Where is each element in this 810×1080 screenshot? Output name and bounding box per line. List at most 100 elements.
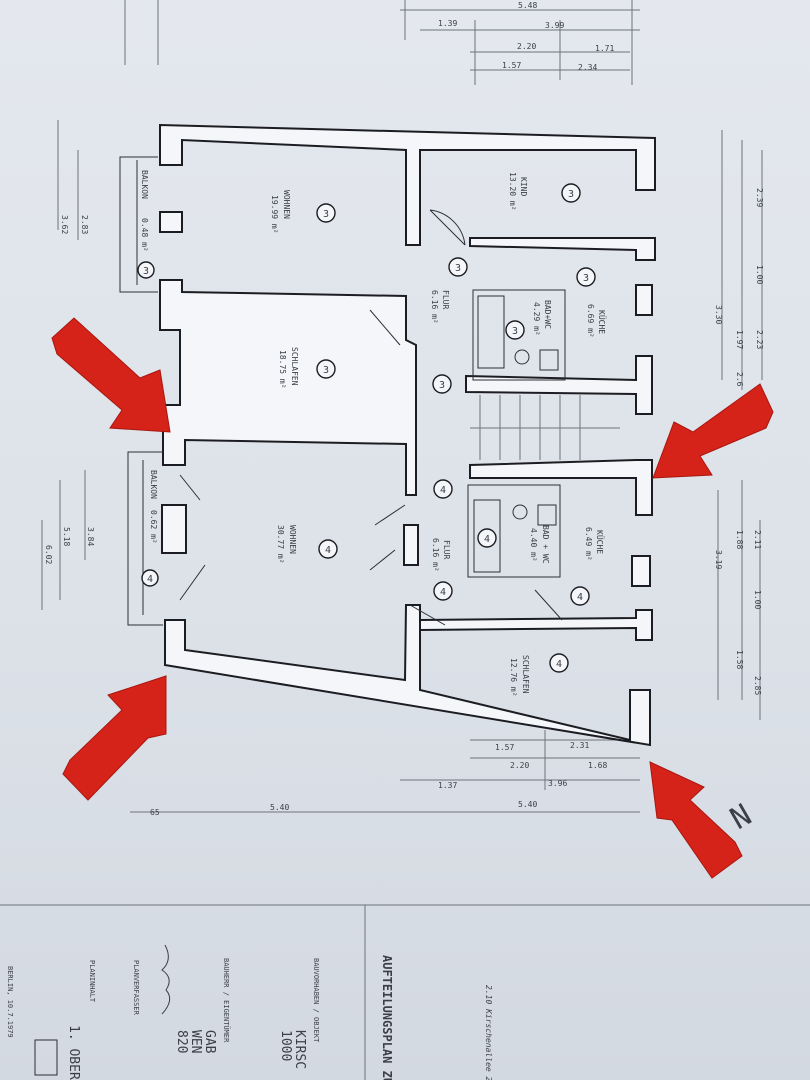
dim-right-9: 3.19 — [714, 550, 723, 569]
svg-text:BAD+WC: BAD+WC — [543, 300, 552, 329]
svg-text:KÜCHE: KÜCHE — [597, 310, 607, 334]
top-dimension-chain: 5.48 1.39 3.99 2.20 1.71 1.57 2.34 — [124, 0, 640, 85]
svg-text:KIND: KIND — [519, 177, 528, 196]
bottom-dimension-chain: 1.57 2.31 2.20 1.68 1.37 3.96 5.40 5.40 … — [130, 730, 640, 817]
room-kuche-4: KÜCHE 6.49 m² 4 — [570, 527, 605, 606]
svg-text:3: 3 — [583, 273, 589, 284]
plan-title: AUFTEILUNGSPLAN ZUR TE — [380, 955, 394, 1080]
dim-right-10: 1.00 — [753, 590, 762, 609]
room-schlafen-4: 4 SCHLAFEN 12.76 m² — [509, 653, 569, 697]
right-dimension-chain: 2.39 1.00 2.23 3.30 1.97 2.6 2.11 1.88 3… — [714, 130, 764, 720]
room-balkon-3: BALKON 0.48 m² 3 — [137, 170, 155, 279]
author-label: PLANVERFASSER — [132, 960, 140, 1016]
svg-text:6.16 m²: 6.16 m² — [431, 538, 440, 572]
dim-right-4: 3.30 — [714, 305, 723, 324]
svg-text:3: 3 — [143, 266, 149, 277]
staircase — [470, 395, 620, 460]
title-block: AUFTEILUNGSPLAN ZUR TE BAUVORHABEN / OBJ… — [0, 904, 810, 1080]
room-bad-3: BAD+WC 4.29 m² 3 — [505, 300, 552, 340]
arrow-top-right — [652, 383, 774, 479]
dim-bottom-4: 1.68 — [588, 761, 607, 770]
red-arrows — [51, 317, 774, 879]
project-value: KIRSC — [292, 1030, 307, 1069]
svg-text:WOHNEN: WOHNEN — [288, 525, 297, 554]
dim-left-2: 2.83 — [80, 215, 89, 234]
svg-text:BAD + WC: BAD + WC — [541, 525, 550, 564]
dim-bottom-8: 5.40 — [270, 803, 289, 812]
svg-text:6.69 m²: 6.69 m² — [586, 304, 595, 338]
unit-marker-4-stair — [433, 479, 453, 499]
project-label: BAUVORHABEN / OBJEKT — [312, 958, 320, 1043]
dim-top-4: 2.20 — [517, 42, 536, 51]
dim-left-3: 3.84 — [86, 527, 95, 546]
dim-right-5: 1.97 — [735, 330, 744, 349]
svg-text:BALKON: BALKON — [140, 170, 149, 199]
building-walls — [119, 123, 656, 747]
dim-bottom-2: 2.31 — [570, 741, 589, 750]
unit-marker-3-stair — [432, 374, 452, 394]
owner-value: GAB — [202, 1030, 217, 1054]
svg-text:0.62 m²: 0.62 m² — [149, 510, 158, 544]
arrow-top-left — [51, 317, 171, 433]
dim-bottom-6: 3.96 — [548, 779, 567, 788]
svg-text:FLUR: FLUR — [442, 540, 451, 559]
room-kind-3: KIND 13.20 m² 3 — [508, 172, 581, 211]
dim-bottom-3: 2.20 — [510, 761, 529, 770]
dim-right-12: 2.85 — [753, 676, 762, 695]
svg-text:BALKON: BALKON — [149, 470, 158, 499]
unit-marker-3-stair-label: 3 — [439, 380, 445, 391]
dim-right-11: 1.58 — [735, 650, 744, 669]
room-wohnen-4: 4 WOHNEN 30.77 m² — [276, 525, 338, 564]
svg-text:FLUR: FLUR — [441, 290, 450, 309]
room-balkon-4: BALKON 0.62 m² 4 — [141, 470, 159, 587]
svg-text:SCHLAFEN: SCHLAFEN — [521, 655, 530, 694]
room-labels: BALKON 0.48 m² 3 WOHNEN 19.99 m² 3 KIND … — [137, 170, 607, 697]
svg-text:3: 3 — [568, 189, 574, 200]
dim-top-7: 2.34 — [578, 63, 597, 72]
svg-text:18.75 m²: 18.75 m² — [278, 350, 287, 389]
dim-right-7: 2.11 — [753, 530, 762, 549]
svg-text:3: 3 — [455, 263, 461, 274]
dim-left-4: 5.18 — [62, 527, 71, 546]
dim-left-5: 6.02 — [44, 545, 53, 564]
svg-text:12.76 m²: 12.76 m² — [509, 658, 518, 697]
unit-marker-4-stair-label: 4 — [440, 485, 446, 496]
room-flur-3: 3 FLUR 6.16 m² — [430, 257, 468, 324]
svg-text:6.49 m²: 6.49 m² — [584, 527, 593, 561]
room-schlafen-3: 3 SCHLAFEN 18.75 m² — [278, 347, 336, 389]
room-flur-4: FLUR 6.16 m² 4 — [431, 538, 453, 601]
dim-top-3: 3.99 — [545, 21, 564, 30]
left-dimension-chain: 3.62 2.83 3.84 5.18 6.02 — [41, 120, 95, 610]
room-wohnen-3: WOHNEN 19.99 m² 3 — [270, 190, 336, 234]
svg-text:19.99 m²: 19.99 m² — [270, 195, 279, 234]
room-bad-4: BAD + WC 4.40 m² 4 — [477, 525, 550, 564]
dim-right-8: 1.88 — [735, 530, 744, 549]
arrow-bottom-left — [62, 675, 167, 801]
owner-label: BAUHERR / EIGENTÜMER — [222, 958, 231, 1043]
signature-scribble — [161, 944, 171, 1015]
dim-right-2: 1.00 — [755, 265, 764, 284]
svg-text:4.29 m²: 4.29 m² — [532, 302, 541, 336]
stamp-box — [34, 1039, 58, 1076]
svg-text:3: 3 — [323, 365, 329, 376]
project-value-2: 1000 — [278, 1030, 293, 1061]
svg-text:13.20 m²: 13.20 m² — [508, 172, 517, 211]
svg-text:4: 4 — [147, 574, 153, 585]
svg-text:4: 4 — [556, 659, 562, 670]
dim-bottom-9: 65 — [150, 808, 160, 817]
owner-value-3: 820 — [174, 1030, 189, 1053]
dim-top-6: 1.57 — [502, 61, 521, 70]
dim-top-1: 5.48 — [518, 1, 537, 10]
dim-right-6: 2.6 — [735, 372, 744, 387]
svg-text:4: 4 — [325, 545, 331, 556]
svg-text:4: 4 — [577, 592, 583, 603]
svg-text:0.48 m²: 0.48 m² — [140, 218, 149, 252]
svg-text:3: 3 — [323, 209, 329, 220]
svg-text:6.16 m²: 6.16 m² — [430, 290, 439, 324]
svg-text:4: 4 — [440, 587, 446, 598]
svg-text:KÜCHE: KÜCHE — [595, 530, 605, 554]
dim-top-2: 1.39 — [438, 19, 457, 28]
svg-text:4: 4 — [484, 534, 490, 545]
arrow-bottom-right — [649, 761, 743, 879]
